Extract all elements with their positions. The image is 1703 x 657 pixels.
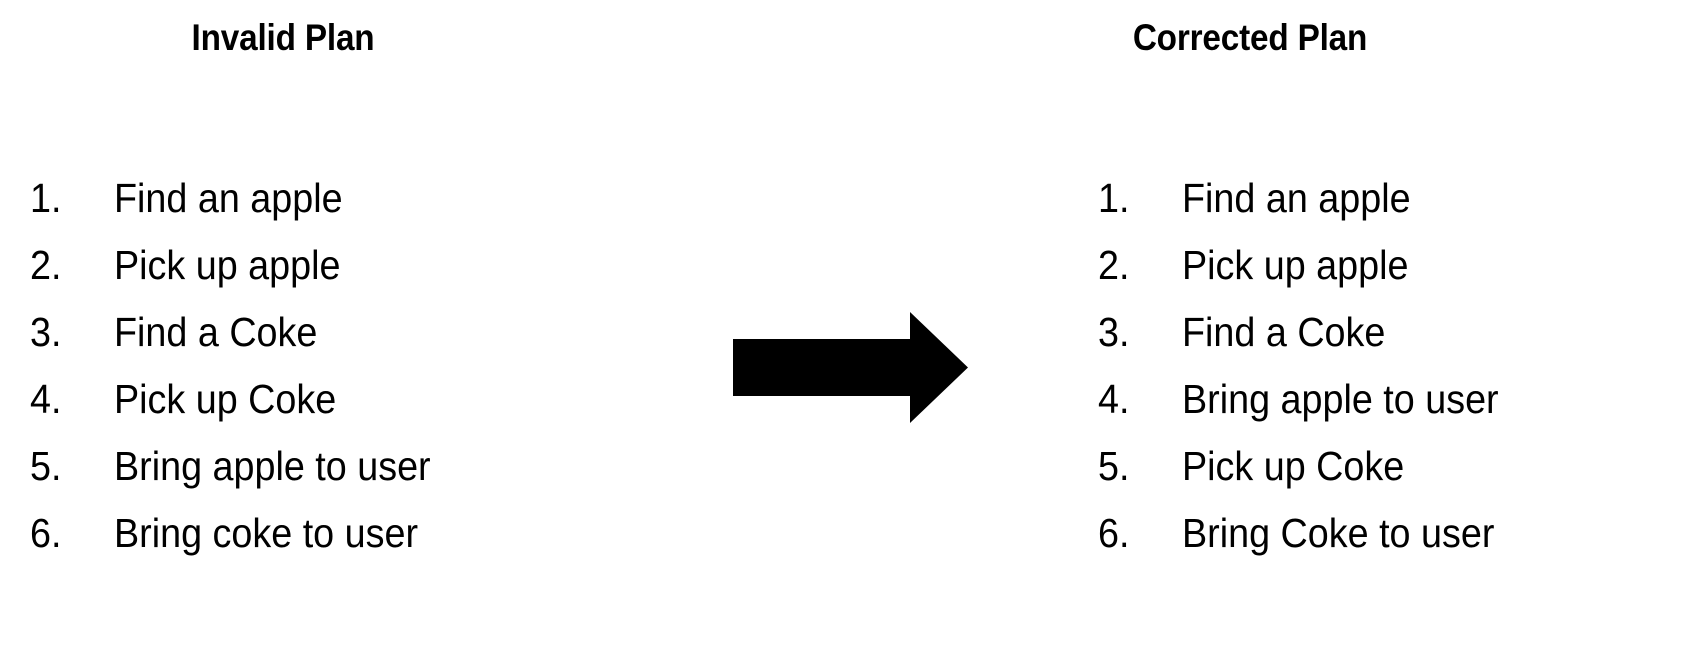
list-item: 3. Find a Coke bbox=[1098, 310, 1698, 377]
list-item-text: Pick up apple bbox=[1182, 242, 1409, 288]
list-item-text: Pick up Coke bbox=[1182, 443, 1405, 489]
list-item: 4. Bring apple to user bbox=[1098, 377, 1698, 444]
list-item-text: Pick up apple bbox=[114, 242, 341, 288]
list-item-text: Pick up Coke bbox=[114, 376, 337, 422]
list-item-number: 1. bbox=[30, 175, 62, 221]
list-item-number: 4. bbox=[1098, 376, 1130, 422]
list-item-text: Find an apple bbox=[114, 175, 343, 221]
list-item-number: 6. bbox=[1098, 510, 1130, 556]
right-arrow-shape bbox=[733, 312, 968, 423]
list-item-text: Find a Coke bbox=[114, 309, 318, 355]
list-item: 4. Pick up Coke bbox=[30, 377, 650, 444]
list-item-text: Bring Coke to user bbox=[1182, 510, 1495, 556]
list-item: 5. Bring apple to user bbox=[30, 444, 650, 511]
list-item-text: Find a Coke bbox=[1182, 309, 1386, 355]
list-item: 2. Pick up apple bbox=[1098, 243, 1698, 310]
invalid-plan-title: Invalid Plan bbox=[191, 17, 375, 58]
list-item-text: Bring apple to user bbox=[1182, 376, 1499, 422]
list-item-number: 5. bbox=[30, 443, 62, 489]
list-item: 1. Find an apple bbox=[1098, 176, 1698, 243]
invalid-plan-list: 1. Find an apple 2. Pick up apple 3. Fin… bbox=[30, 176, 650, 578]
list-item: 5. Pick up Coke bbox=[1098, 444, 1698, 511]
list-item-number: 6. bbox=[30, 510, 62, 556]
list-item-text: Bring apple to user bbox=[114, 443, 431, 489]
list-item: 2. Pick up apple bbox=[30, 243, 650, 310]
list-item-number: 1. bbox=[1098, 175, 1130, 221]
list-item-number: 2. bbox=[1098, 242, 1130, 288]
list-item: 6. Bring Coke to user bbox=[1098, 511, 1698, 578]
list-item-number: 4. bbox=[30, 376, 62, 422]
list-item-text: Bring coke to user bbox=[114, 510, 419, 556]
list-item-number: 3. bbox=[30, 309, 62, 355]
corrected-plan-title: Corrected Plan bbox=[1132, 17, 1368, 58]
list-item-number: 5. bbox=[1098, 443, 1130, 489]
list-item-number: 3. bbox=[1098, 309, 1130, 355]
corrected-plan-list: 1. Find an apple 2. Pick up apple 3. Fin… bbox=[1098, 176, 1698, 578]
list-item-number: 2. bbox=[30, 242, 62, 288]
list-item: 1. Find an apple bbox=[30, 176, 650, 243]
list-item: 3. Find a Coke bbox=[30, 310, 650, 377]
list-item-text: Find an apple bbox=[1182, 175, 1411, 221]
list-item: 6. Bring coke to user bbox=[30, 511, 650, 578]
right-arrow-icon bbox=[728, 300, 973, 435]
